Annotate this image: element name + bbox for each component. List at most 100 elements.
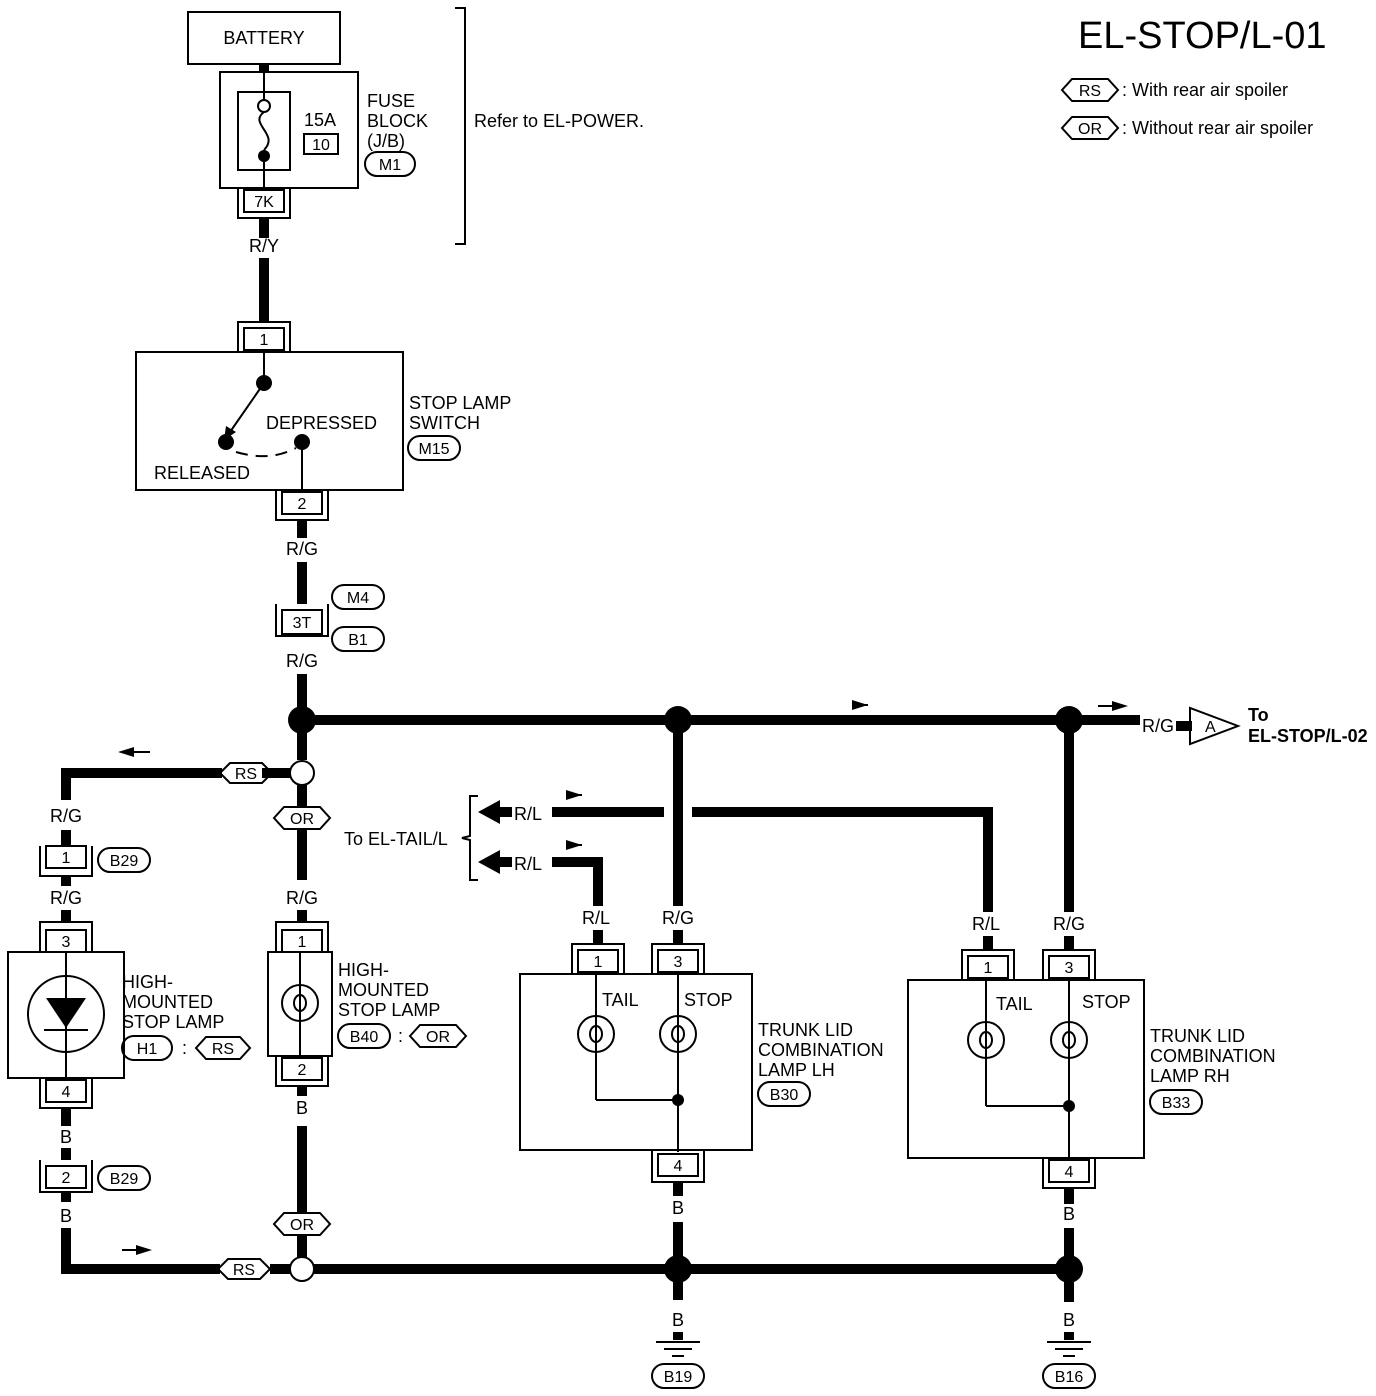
svg-text:COMBINATION: COMBINATION — [1150, 1046, 1276, 1066]
svg-text:RS: RS — [1079, 83, 1101, 100]
tail-bulb-icon — [967, 1021, 1005, 1059]
depressed-label: DEPRESSED — [266, 413, 377, 433]
b29-connector-pin2: 2 B29 — [39, 1160, 151, 1193]
svg-text:A: A — [1205, 719, 1216, 736]
diagram-title: EL-STOP/L-01 — [1078, 15, 1327, 57]
fuse-terminal-7k: 7K — [237, 188, 291, 219]
svg-text:B30: B30 — [770, 1087, 799, 1104]
svg-text:SWITCH: SWITCH — [409, 413, 480, 433]
fuse-block: 15A 10 FUSE BLOCK (J/B) M1 — [219, 71, 428, 189]
svg-text:R/G: R/G — [50, 888, 82, 908]
svg-text:3: 3 — [62, 934, 71, 951]
svg-text:R/G: R/G — [662, 908, 694, 928]
svg-text:1: 1 — [984, 960, 993, 977]
ground-b19: B19 — [651, 1341, 705, 1389]
svg-text:4: 4 — [674, 1158, 683, 1175]
svg-text:LAMP LH: LAMP LH — [758, 1060, 835, 1080]
svg-text:B: B — [1063, 1310, 1075, 1330]
svg-text:TAIL: TAIL — [996, 994, 1033, 1014]
svg-text::: : — [182, 1038, 187, 1058]
rs-option-badge — [194, 1036, 252, 1060]
svg-text:RS: RS — [233, 1262, 255, 1279]
svg-text:B: B — [1063, 1204, 1075, 1224]
svg-text:MOUNTED: MOUNTED — [338, 980, 429, 1000]
svg-text:B33: B33 — [1162, 1095, 1191, 1112]
legend-or-text: : Without rear air spoiler — [1122, 118, 1313, 138]
svg-text:FUSE: FUSE — [367, 91, 415, 111]
svg-text:4: 4 — [62, 1084, 71, 1101]
svg-text:1: 1 — [62, 850, 71, 867]
refer-note: Refer to EL-POWER. — [474, 111, 644, 131]
stop-bulb-icon — [659, 1015, 697, 1053]
svg-text:1: 1 — [594, 954, 603, 971]
led-diode-icon — [46, 998, 86, 1028]
svg-text:4: 4 — [1065, 1164, 1074, 1181]
svg-text:TAIL: TAIL — [602, 990, 639, 1010]
svg-text:B19: B19 — [664, 1369, 693, 1386]
svg-text:M1: M1 — [379, 157, 401, 174]
high-mounted-stop-lamp-led: 3 4 HIGH- MOUNTED STOP LAMP H1 : RS — [7, 921, 252, 1109]
svg-text:OR: OR — [426, 1029, 450, 1046]
battery: BATTERY — [187, 11, 341, 65]
svg-text:R/G: R/G — [286, 888, 318, 908]
svg-text:LAMP RH: LAMP RH — [1150, 1066, 1230, 1086]
bulb-icon — [281, 984, 319, 1022]
svg-text:2: 2 — [298, 496, 307, 513]
svg-text:R/L: R/L — [582, 908, 610, 928]
svg-text:M15: M15 — [418, 441, 449, 458]
svg-text:BLOCK: BLOCK — [367, 111, 428, 131]
svg-text:B: B — [672, 1198, 684, 1218]
svg-text:(J/B): (J/B) — [367, 131, 405, 151]
svg-text:B: B — [296, 1098, 308, 1118]
svg-text:B: B — [60, 1206, 72, 1226]
svg-text:2: 2 — [298, 1062, 307, 1079]
or-option-badge — [1060, 116, 1120, 140]
svg-text:B40: B40 — [350, 1029, 379, 1046]
stop-lamp-switch: 1 DEPRESSED RELEASED 2 STOP LAMP SWITCH … — [135, 321, 511, 521]
svg-text:B29: B29 — [110, 853, 139, 870]
switch-lever — [229, 382, 265, 433]
svg-text:3: 3 — [674, 954, 683, 971]
svg-text:R/L: R/L — [514, 854, 542, 874]
legend-rs: RS : With rear air spoiler — [1060, 78, 1288, 102]
svg-text:STOP: STOP — [1082, 992, 1131, 1012]
svg-text:R/G: R/G — [1142, 716, 1174, 736]
svg-text:R/G: R/G — [50, 806, 82, 826]
svg-text:OR: OR — [290, 811, 314, 828]
svg-text:STOP LAMP: STOP LAMP — [338, 1000, 440, 1020]
svg-text::: : — [398, 1026, 403, 1046]
trunk-lid-lamp-rh: 1 3 TAIL STOP 4 TRUNK LID COMBINATION LA… — [907, 949, 1276, 1189]
stop-bulb-icon — [1050, 1021, 1088, 1059]
to-el-tail-l: To EL-TAIL/L — [344, 829, 448, 849]
to-el-stop-l-02: EL-STOP/L-02 — [1248, 726, 1368, 746]
svg-text:1: 1 — [260, 332, 269, 349]
svg-text:TRUNK LID: TRUNK LID — [1150, 1026, 1245, 1046]
svg-text:STOP LAMP: STOP LAMP — [122, 1012, 224, 1032]
trunk-lid-lamp-lh: 1 3 TAIL STOP 4 TRUNK LID COMBINATION LA… — [519, 943, 884, 1183]
ground-b16: B16 — [1042, 1341, 1096, 1389]
fuse-icon — [258, 111, 270, 151]
rs-option-badge — [1060, 78, 1120, 102]
svg-text:R/Y: R/Y — [249, 236, 279, 256]
svg-text:B29: B29 — [110, 1171, 139, 1188]
svg-text:HIGH-: HIGH- — [122, 972, 173, 992]
svg-text:OR: OR — [1078, 121, 1102, 138]
svg-text:15A: 15A — [304, 110, 336, 130]
svg-text:COMBINATION: COMBINATION — [758, 1040, 884, 1060]
legend-or: OR : Without rear air spoiler — [1060, 116, 1313, 140]
svg-text:R/L: R/L — [972, 914, 1000, 934]
svg-text:MOUNTED: MOUNTED — [122, 992, 213, 1012]
svg-text:R/G: R/G — [286, 539, 318, 559]
or-option-badge — [272, 1212, 332, 1236]
battery-label: BATTERY — [223, 28, 304, 48]
svg-text:HIGH-: HIGH- — [338, 960, 389, 980]
b29-connector-pin1: 1 B29 — [39, 845, 151, 877]
or-option-badge — [408, 1024, 468, 1048]
svg-text:R/L: R/L — [514, 804, 542, 824]
svg-text:R/G: R/G — [1053, 914, 1085, 934]
svg-text:H1: H1 — [137, 1041, 158, 1058]
svg-text:1: 1 — [298, 934, 307, 951]
svg-text:STOP: STOP — [684, 990, 733, 1010]
